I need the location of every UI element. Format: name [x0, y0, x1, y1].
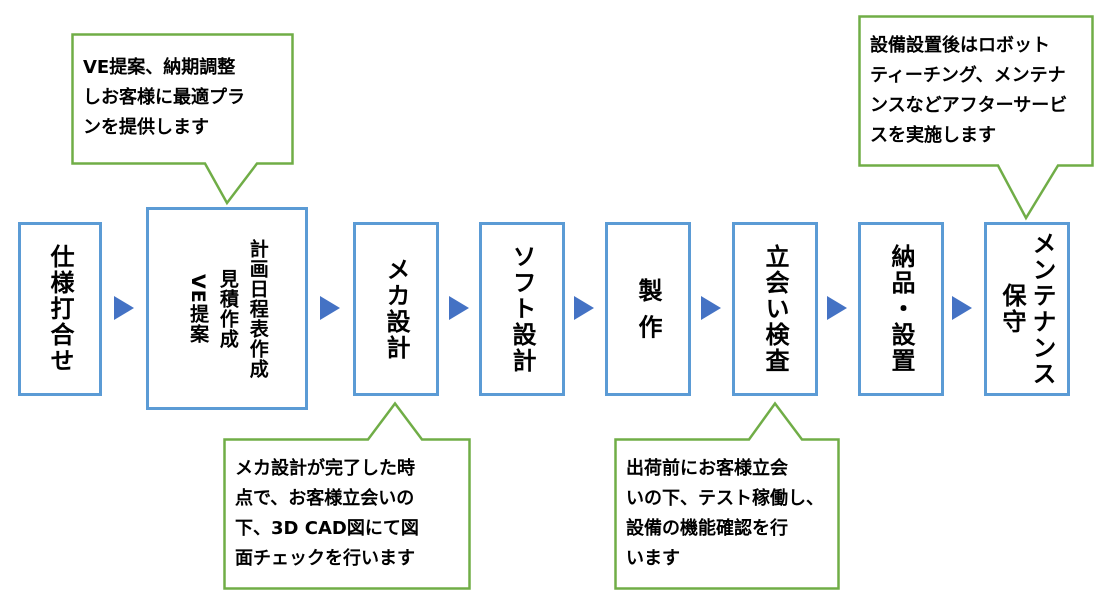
step-software-design: ソフト設計 — [479, 222, 565, 396]
flow-arrow-2 — [320, 296, 340, 320]
callout-mecha-design-line-4: 面チェックを行います — [235, 548, 415, 569]
callout-mecha-design-shape — [223, 401, 471, 590]
callout-witness-inspection-line-1: 出荷前にお客様立会 — [626, 458, 788, 479]
callout-witness-inspection-line-2: いの下、テスト稼働し、 — [626, 488, 824, 509]
flow-arrow-7 — [952, 296, 972, 320]
step-delivery-installation-label: 納品・設置 — [887, 244, 915, 374]
callout-witness-inspection-line-3: 設備の機能確認を行 — [626, 518, 788, 539]
step-manufacturing: 製 作 — [605, 222, 691, 396]
step-delivery-installation: 納品・設置 — [858, 222, 944, 396]
callout-maintenance-line-1: 設備設置後はロボット — [870, 35, 1050, 56]
step-maintenance-line-2: メンテナンス — [1028, 231, 1056, 387]
callout-witness-inspection: 出荷前にお客様立会 いの下、テスト稼働し、 設備の機能確認を行 います — [614, 401, 840, 590]
step-mecha-design-label: メカ設計 — [382, 257, 410, 361]
flow-arrow-1 — [114, 296, 134, 320]
callout-ve-proposal-line-1: VE提案、納期調整 — [83, 57, 236, 78]
callout-ve-proposal-shape — [71, 33, 294, 206]
callout-witness-inspection-shape — [614, 401, 840, 590]
step-maintenance-line-1: 保守 — [998, 283, 1026, 335]
step-ve-proposal-line-3: 計画日程表作成 — [246, 238, 269, 379]
step-ve-proposal-line-2: 見積作成 — [216, 268, 239, 349]
callout-mecha-design-line-1: メカ設計が完了した時 — [235, 458, 415, 479]
flow-arrow-6 — [827, 296, 847, 320]
callout-maintenance-line-2: ティーチング、メンテナ — [870, 65, 1066, 86]
step-spec-meeting-label: 仕様打合せ — [46, 244, 74, 374]
callout-mecha-design-line-3: 下、3D CAD図にて図 — [235, 518, 419, 539]
callout-ve-proposal-line-3: ンを提供します — [83, 117, 209, 138]
callout-witness-inspection-line-4: います — [626, 548, 680, 569]
callout-ve-proposal: VE提案、納期調整 しお客様に最適プラ ンを提供します — [71, 33, 295, 206]
flow-arrow-4 — [574, 296, 594, 320]
callout-ve-proposal-line-2: しお客様に最適プラ — [83, 87, 245, 108]
callout-maintenance-line-4: スを実施します — [870, 125, 996, 146]
callout-maintenance: 設備設置後はロボット ティーチング、メンテナ ンスなどアフターサービ スを実施し… — [858, 15, 1094, 221]
flow-arrow-3 — [449, 296, 469, 320]
step-witness-inspection-label: 立会い検査 — [761, 244, 789, 374]
callout-maintenance-shape — [858, 15, 1094, 221]
step-spec-meeting: 仕様打合せ — [18, 222, 102, 396]
callout-maintenance-line-3: ンスなどアフターサービ — [870, 95, 1068, 116]
step-maintenance: 保守 メンテナンス — [984, 222, 1070, 396]
step-witness-inspection: 立会い検査 — [732, 222, 818, 396]
step-ve-proposal: VE提案 見積作成 計画日程表作成 — [146, 207, 308, 410]
step-mecha-design: メカ設計 — [353, 222, 439, 396]
callout-mecha-design-line-2: 点で、お客様立会いの — [235, 488, 415, 509]
flow-arrow-5 — [701, 296, 721, 320]
step-ve-proposal-line-1: VE提案 — [187, 273, 210, 344]
step-manufacturing-label: 製 作 — [634, 277, 662, 341]
callout-mecha-design: メカ設計が完了した時 点で、お客様立会いの 下、3D CAD図にて図 面チェック… — [223, 401, 471, 590]
step-software-design-label: ソフト設計 — [508, 244, 536, 374]
